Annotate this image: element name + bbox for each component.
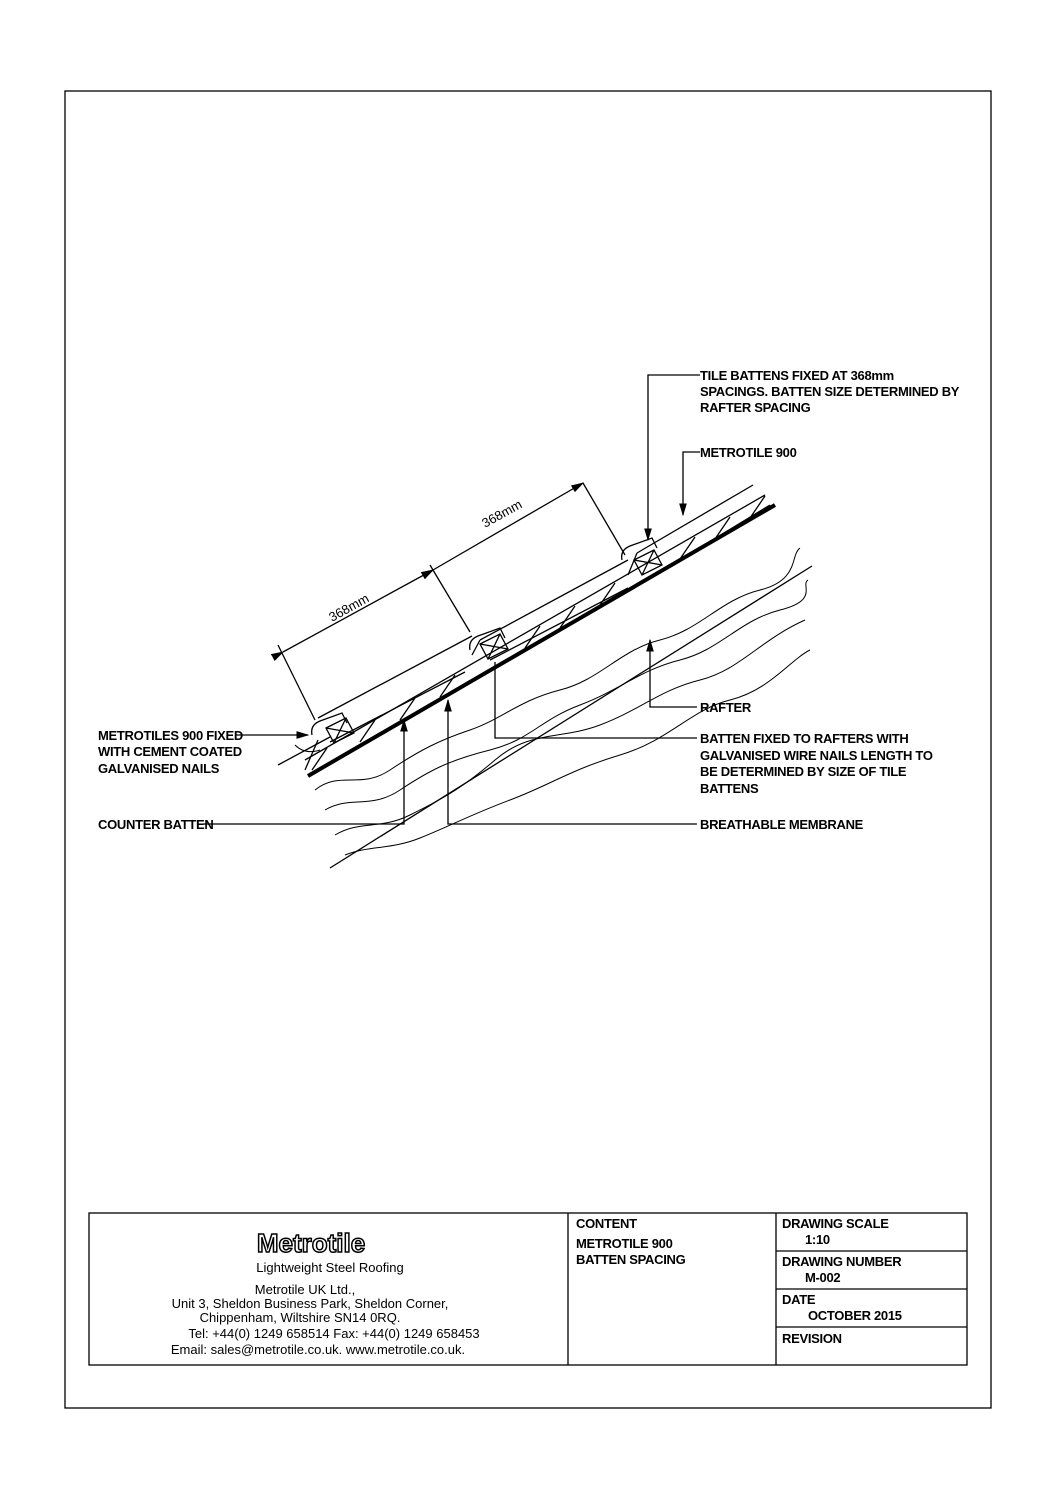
tile-clip xyxy=(311,537,658,736)
annotation-counter-batten: COUNTER BATTEN xyxy=(98,817,213,832)
content-title: METROTILE 900 xyxy=(576,1236,673,1251)
email-web: Email: sales@metrotile.co.uk. www.metrot… xyxy=(171,1342,465,1357)
content-subtitle: BATTEN SPACING xyxy=(576,1252,686,1267)
title-block: Metrotile Lightweight Steel Roofing Metr… xyxy=(88,1212,968,1366)
company-name: Metrotile UK Ltd., xyxy=(255,1282,355,1297)
annotation-text: BATTEN FIXED TO RAFTERS WITH xyxy=(700,731,909,746)
annotation-text: GALVANISED WIRE NAILS LENGTH TO xyxy=(700,748,933,763)
annotation-text: WITH CEMENT COATED xyxy=(98,744,242,759)
annotation-metrotile: METROTILE 900 xyxy=(700,445,797,460)
number-value: M-002 xyxy=(805,1270,840,1285)
annotation-batten-fixed: BATTEN FIXED TO RAFTERS WITH GALVANISED … xyxy=(700,731,933,796)
revision-label: REVISION xyxy=(782,1331,842,1346)
address-line: Chippenham, Wiltshire SN14 0RQ. xyxy=(200,1310,401,1325)
company-logo: Metrotile xyxy=(257,1228,365,1258)
dimension-lines: 368mm 368mm xyxy=(270,482,626,721)
counter-batten-hatch xyxy=(311,495,766,771)
annotation-breathable-membrane: BREATHABLE MEMBRANE xyxy=(700,817,864,832)
annotation-text: SPACINGS. BATTEN SIZE DETERMINED BY xyxy=(700,384,960,399)
annotation-tile-battens: TILE BATTENS FIXED AT 368mm SPACINGS. BA… xyxy=(700,368,960,415)
date-value: OCTOBER 2015 xyxy=(808,1308,902,1323)
annotation-text: METROTILES 900 FIXED xyxy=(98,728,243,743)
roof-section xyxy=(277,484,813,869)
date-label: DATE xyxy=(782,1292,816,1307)
annotation-tiles-fixed: METROTILES 900 FIXED WITH CEMENT COATED … xyxy=(98,728,243,776)
scale-value: 1:10 xyxy=(805,1232,830,1247)
breathable-membrane xyxy=(306,503,777,778)
annotation-text: BE DETERMINED BY SIZE OF TILE xyxy=(700,764,907,779)
address-line: Unit 3, Sheldon Business Park, Sheldon C… xyxy=(172,1296,449,1311)
content-label: CONTENT xyxy=(576,1216,637,1231)
metrotile-sheet xyxy=(304,484,754,771)
number-label: DRAWING NUMBER xyxy=(782,1254,902,1269)
annotation-text: TILE BATTENS FIXED AT 368mm xyxy=(700,368,894,383)
annotation-rafter: RAFTER xyxy=(700,700,752,715)
tile-battens xyxy=(325,549,663,744)
annotation-text: BATTENS xyxy=(700,781,759,796)
leader-lines xyxy=(203,374,700,825)
phone-fax: Tel: +44(0) 1249 658514 Fax: +44(0) 1249… xyxy=(188,1326,479,1341)
annotation-text: GALVANISED NAILS xyxy=(98,761,220,776)
dimension-label: 368mm xyxy=(479,496,524,530)
tagline: Lightweight Steel Roofing xyxy=(256,1260,403,1275)
rafter xyxy=(329,565,813,869)
annotation-text: RAFTER SPACING xyxy=(700,400,811,415)
sheet-border xyxy=(64,90,992,1409)
scale-label: DRAWING SCALE xyxy=(782,1216,889,1231)
